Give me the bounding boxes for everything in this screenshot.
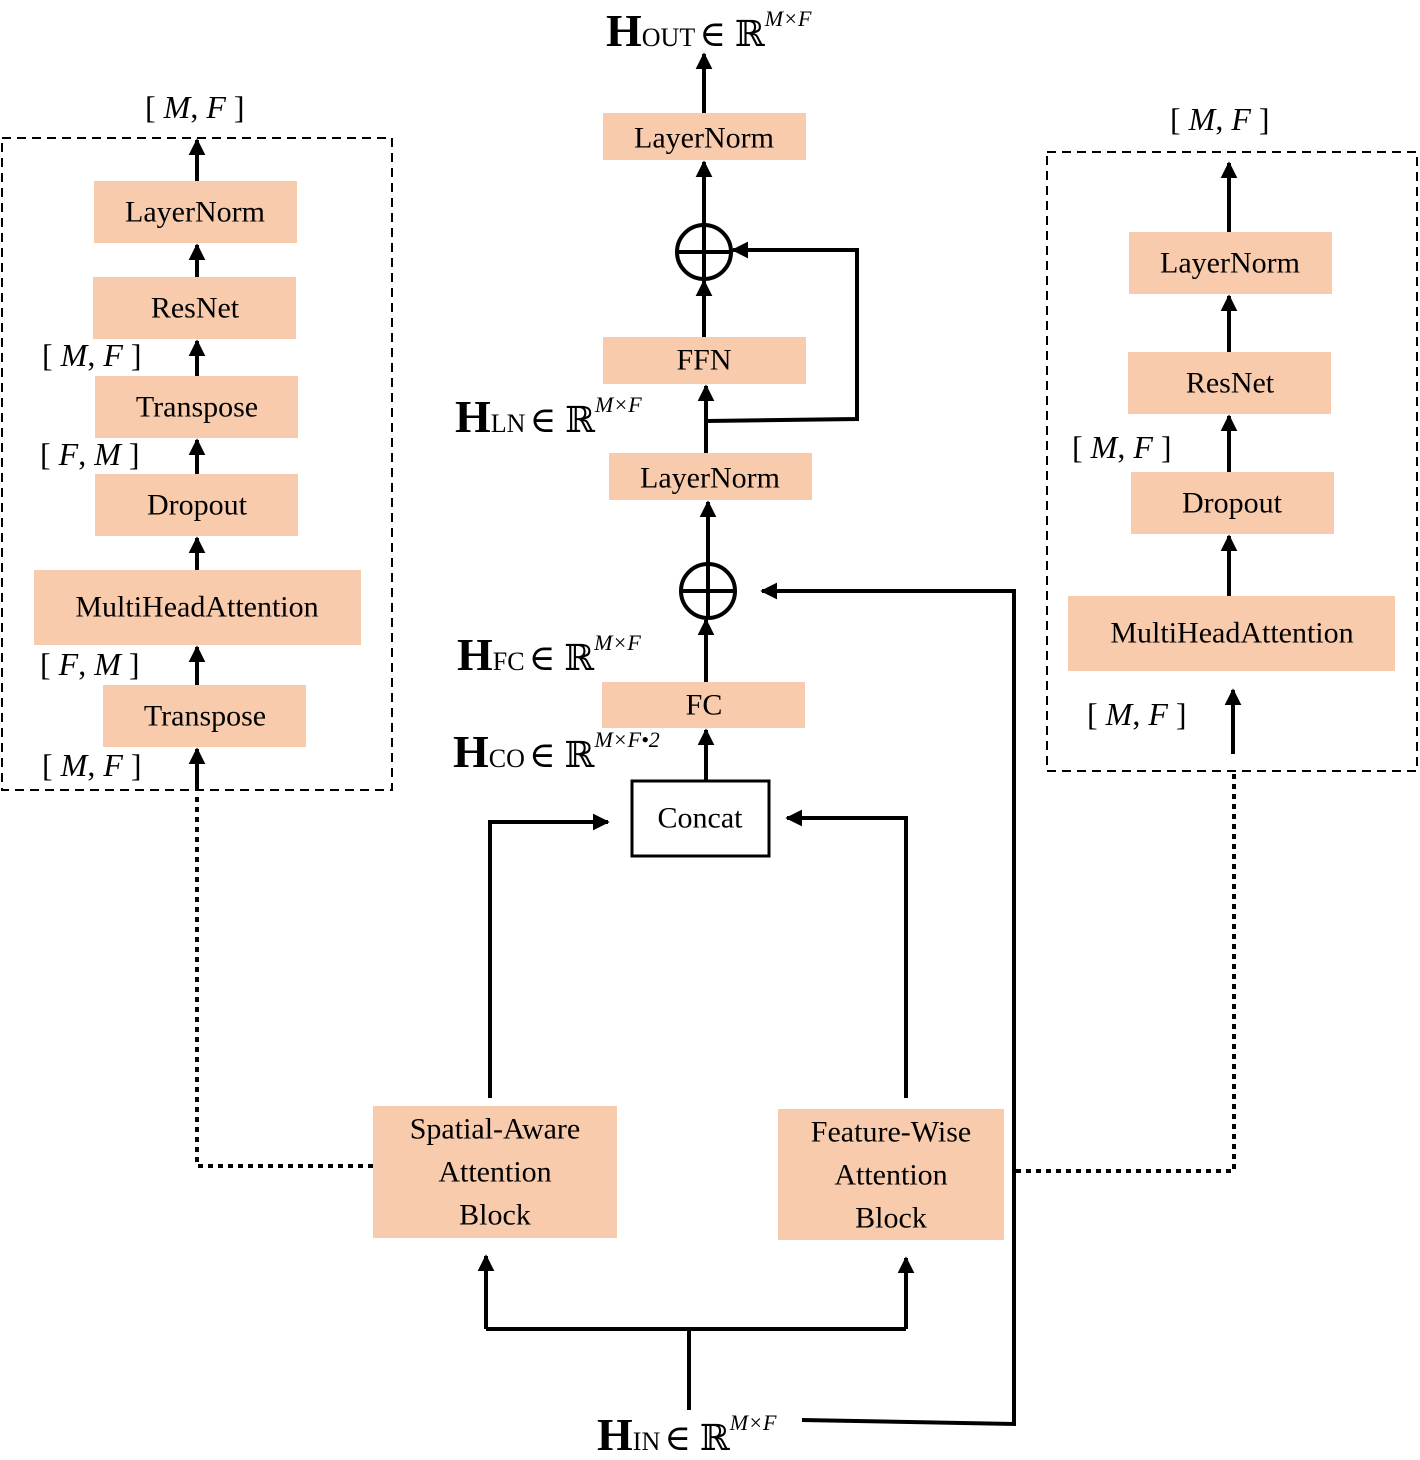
feature-block-line1: Feature-Wise — [811, 1116, 971, 1149]
arrow-spatial-to-concat — [488, 813, 610, 1098]
spatial-block-line3: Block — [459, 1199, 531, 1232]
left-dropout-block — [95, 474, 298, 536]
detail-link-feature — [1016, 772, 1236, 1173]
skip-connection-ffn — [705, 241, 859, 423]
arrow-feature-to-concat — [785, 809, 908, 1098]
center-flow: HOUT∈ ℝM×F LayerNorm FFN HLN∈ ℝM×F Layer… — [373, 5, 1016, 1460]
feature-wise-attention-block — [778, 1109, 1004, 1240]
left-transpose-bottom-block — [103, 685, 306, 747]
center-fc-block — [602, 682, 805, 728]
center-fc-label: FC — [686, 689, 723, 722]
right-panel: LayerNorm ResNet Dropout MultiHeadAttent… — [1046, 101, 1418, 772]
spatial-block-line1: Spatial-Aware — [410, 1113, 581, 1146]
left-resnet-label: ResNet — [151, 292, 240, 325]
spatial-aware-attention-block — [373, 1106, 617, 1238]
right-resnet-block — [1128, 352, 1331, 414]
right-resnet-label: ResNet — [1186, 367, 1275, 400]
spatial-block-line2: Attention — [438, 1156, 551, 1189]
right-input-shape: [ M, F ] — [1087, 696, 1187, 732]
right-mha-label: MultiHeadAttention — [1110, 617, 1353, 650]
right-layernorm-label: LayerNorm — [1160, 247, 1300, 280]
right-output-shape: [ M, F ] — [1170, 101, 1270, 137]
skip-connection-input — [760, 582, 1016, 1427]
left-output-shape: [ M, F ] — [145, 89, 245, 125]
right-dropout-label: Dropout — [1182, 487, 1283, 520]
center-layernorm-mid-label: LayerNorm — [640, 462, 780, 495]
right-layernorm-block — [1129, 232, 1332, 294]
left-shape-after-dropout: [ F, M ] — [40, 436, 140, 472]
left-shape-after-transpose1: [ F, M ] — [40, 646, 140, 682]
detail-link-spatial — [195, 792, 373, 1168]
left-shape-after-transpose2: [ M, F ] — [42, 337, 142, 373]
concat-block — [630, 779, 771, 858]
left-resnet-block — [93, 277, 296, 339]
feature-block-line3: Block — [855, 1202, 927, 1235]
center-layernorm-top-label: LayerNorm — [634, 122, 774, 155]
right-mha-block — [1068, 596, 1395, 671]
right-dropout-block — [1131, 472, 1334, 534]
feature-block-line2: Attention — [834, 1159, 947, 1192]
right-panel-border — [1046, 151, 1418, 772]
left-transpose-top-label: Transpose — [136, 391, 258, 424]
concat-label: Concat — [658, 802, 744, 835]
center-layernorm-top-block — [603, 113, 806, 160]
left-mha-block — [34, 570, 361, 645]
h-out-label: HOUT∈ ℝM×F — [606, 5, 812, 56]
left-mha-label: MultiHeadAttention — [75, 591, 318, 624]
right-shape-after-dropout: [ M, F ] — [1072, 429, 1172, 465]
left-input-shape: [ M, F ] — [42, 747, 142, 783]
h-co-label: HCO∈ ℝM×F•2 — [453, 726, 660, 777]
left-transpose-top-block — [95, 376, 298, 438]
left-transpose-bottom-label: Transpose — [144, 700, 266, 733]
h-in-label: HIN∈ ℝM×F — [597, 1409, 777, 1460]
residual-add-top-icon — [675, 223, 733, 281]
center-layernorm-mid-block — [609, 453, 812, 500]
left-layernorm-label: LayerNorm — [125, 196, 265, 229]
h-ln-label: HLN∈ ℝM×F — [455, 391, 642, 442]
h-fc-label: HFC∈ ℝM×F — [457, 629, 641, 680]
left-panel: LayerNorm ResNet Transpose Dropout Multi… — [1, 89, 393, 791]
residual-add-bottom-icon — [679, 562, 737, 620]
center-ffn-label: FFN — [676, 344, 731, 377]
left-layernorm-block — [94, 181, 297, 243]
center-ffn-block — [603, 337, 806, 384]
left-dropout-label: Dropout — [147, 489, 248, 522]
